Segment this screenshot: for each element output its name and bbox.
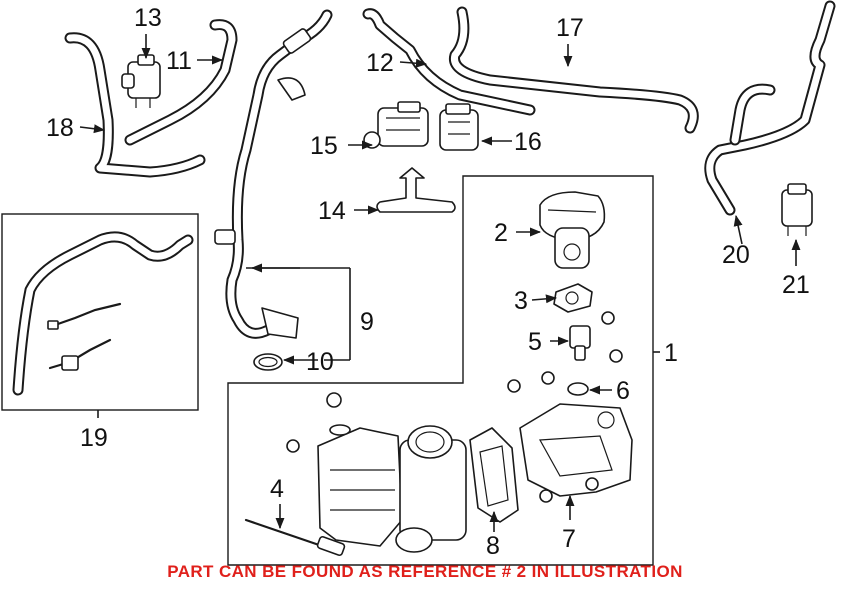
egr-valve-2[interactable] (539, 191, 606, 269)
sensor-5[interactable] (569, 311, 623, 363)
ref-8: 8 (486, 532, 500, 560)
gasket-10[interactable] (253, 353, 283, 371)
ref-21: 21 (782, 271, 810, 299)
ref-10: 10 (306, 348, 334, 376)
gasket-3[interactable] (553, 283, 593, 313)
connector-16[interactable] (439, 103, 479, 151)
sensor-21[interactable] (781, 183, 813, 236)
ref-15: 15 (310, 132, 338, 160)
ref-17: 17 (556, 14, 584, 42)
ref-3: 3 (514, 287, 528, 315)
ref-13: 13 (134, 4, 162, 32)
ref-7: 7 (562, 525, 576, 553)
ref-9: 9 (360, 308, 374, 336)
kit-19-frame (1, 213, 199, 411)
ref-4: 4 (270, 475, 284, 503)
bracket-14[interactable] (376, 167, 456, 213)
ref-6: 6 (616, 377, 630, 405)
hose-11[interactable] (124, 19, 238, 146)
ref-20: 20 (722, 241, 750, 269)
assembly-frame (227, 175, 654, 566)
ref-12: 12 (366, 49, 394, 77)
hose-18[interactable] (64, 32, 206, 178)
ref-18: 18 (46, 114, 74, 142)
reference-caption: PART CAN BE FOUND AS REFERENCE # 2 IN IL… (167, 562, 683, 581)
rod-4[interactable] (244, 518, 346, 557)
ref-5: 5 (528, 328, 542, 356)
ref-16: 16 (514, 128, 542, 156)
valve-15[interactable] (363, 101, 429, 149)
ref-2: 2 (494, 219, 508, 247)
hose-17[interactable] (449, 6, 699, 134)
egr-cooler-1[interactable] (286, 392, 467, 553)
ref-11: 11 (166, 47, 192, 75)
hose-12[interactable] (362, 8, 536, 116)
egr-pipe-9[interactable] (214, 9, 333, 339)
ref-14: 14 (318, 197, 346, 225)
gasket-8[interactable] (469, 427, 519, 523)
ref-19: 19 (80, 424, 108, 452)
housing-7[interactable] (519, 403, 633, 503)
hose-20[interactable] (704, 0, 836, 216)
solenoid-valve-13[interactable] (121, 54, 161, 108)
ref-1: 1 (664, 339, 678, 367)
kit-19[interactable] (12, 231, 194, 396)
oring-6[interactable] (507, 371, 589, 396)
